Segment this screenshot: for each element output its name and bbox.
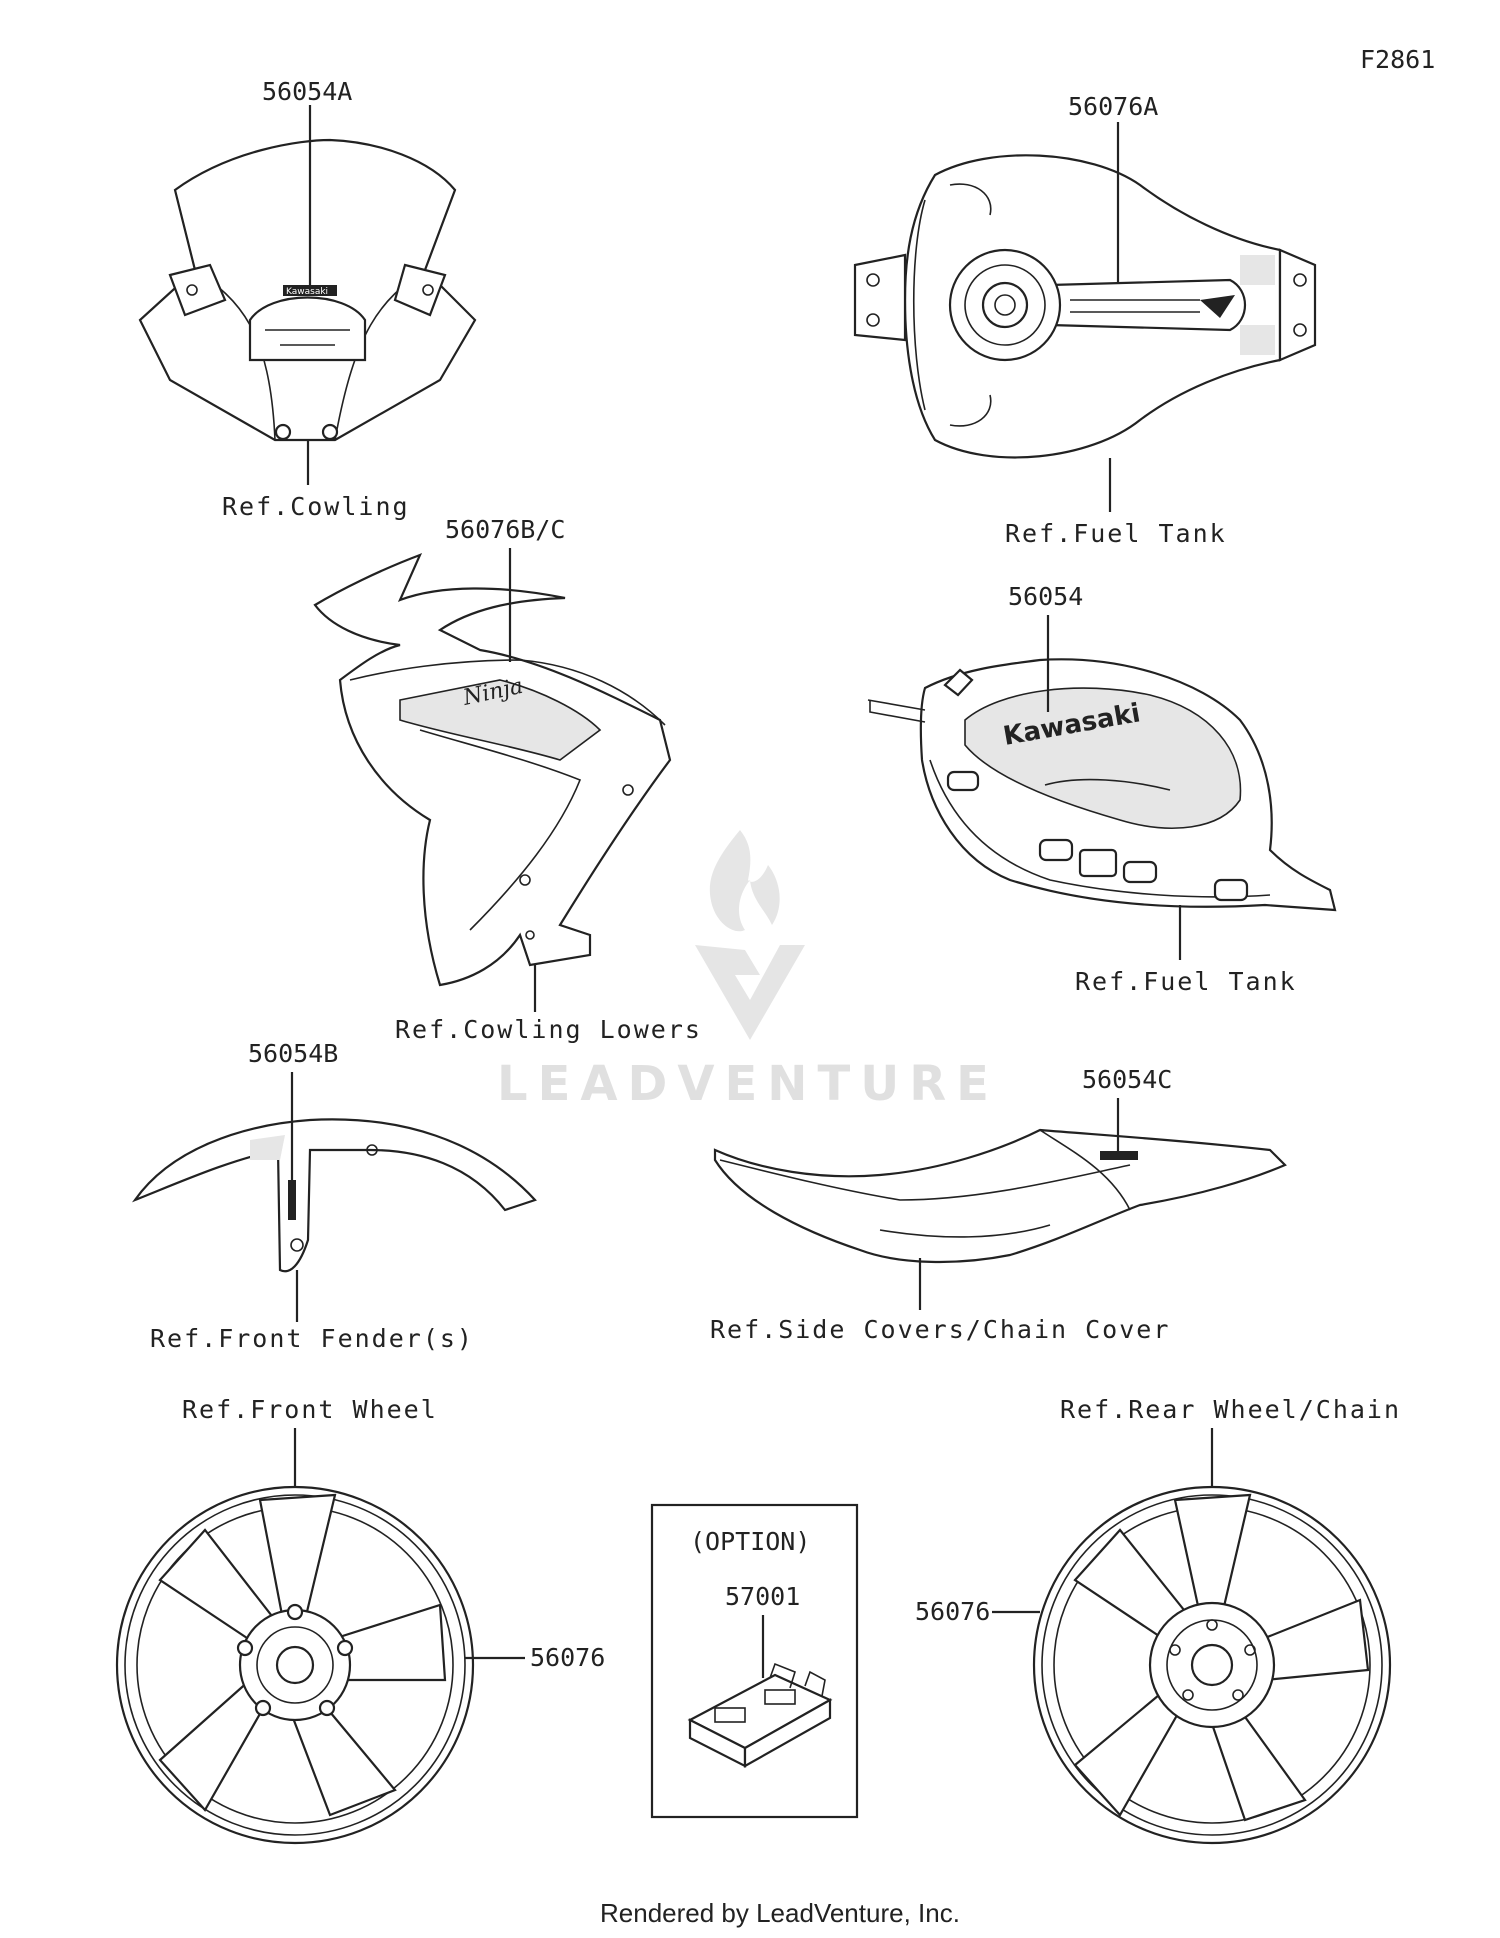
- fuel-tank-top-part: [853, 154, 1317, 459]
- windshield-code[interactable]: 56054A: [262, 77, 352, 106]
- rear-wheel-part: [1032, 1485, 1392, 1845]
- side-cover-part: [713, 1128, 1287, 1264]
- front-wheel-ref[interactable]: Ref.Front Wheel: [182, 1395, 438, 1424]
- rear-wheel-ref[interactable]: Ref.Rear Wheel/Chain: [1060, 1395, 1401, 1424]
- fuel-tank-top-ref[interactable]: Ref.Fuel Tank: [1005, 519, 1227, 548]
- watermark-text: LEADVENTURE: [497, 1056, 999, 1112]
- cowling-lower-code[interactable]: 56076B/C: [445, 515, 565, 544]
- side-cover-code[interactable]: 56054C: [1082, 1065, 1172, 1094]
- option-box: (OPTION) 57001: [650, 1503, 859, 1819]
- leadventure-watermark: LEADVENTURE: [497, 830, 999, 1112]
- footer-credit: Rendered by LeadVenture, Inc.: [600, 1898, 960, 1928]
- fuel-tank-side-ref[interactable]: Ref.Fuel Tank: [1075, 967, 1297, 996]
- rear-wheel-code[interactable]: 56076: [915, 1597, 990, 1626]
- windshield-decal-text: Kawasaki: [286, 287, 328, 297]
- option-code[interactable]: 57001: [725, 1582, 800, 1611]
- front-wheel-part: [115, 1485, 475, 1845]
- figure-id: F2861: [1360, 45, 1435, 74]
- front-wheel-code[interactable]: 56076: [530, 1643, 605, 1672]
- front-fender-ref[interactable]: Ref.Front Fender(s): [150, 1324, 474, 1353]
- option-label: (OPTION): [690, 1527, 810, 1556]
- windshield-part: Kawasaki: [138, 138, 477, 442]
- fuel-tank-top-code[interactable]: 56076A: [1068, 92, 1158, 121]
- option-tool-part: [687, 1662, 833, 1768]
- side-cover-ref[interactable]: Ref.Side Covers/Chain Cover: [710, 1315, 1170, 1344]
- cowling-lower-part: Ninja: [313, 553, 672, 987]
- fuel-tank-side-code[interactable]: 56054: [1008, 582, 1083, 611]
- windshield-ref[interactable]: Ref.Cowling: [222, 492, 410, 521]
- cowling-lower-ref[interactable]: Ref.Cowling Lowers: [395, 1015, 702, 1044]
- front-fender-part: [131, 1118, 537, 1273]
- front-fender-code[interactable]: 56054B: [248, 1039, 338, 1068]
- fuel-tank-side-part: Kawasaki: [867, 658, 1337, 912]
